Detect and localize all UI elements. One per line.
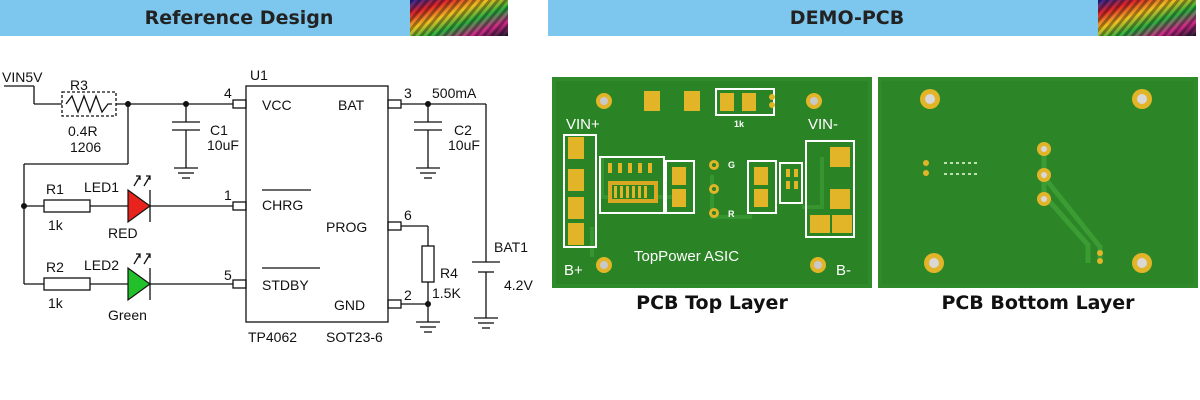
led1-ref: LED1: [84, 179, 119, 195]
r3-ref: R3: [70, 77, 88, 93]
led1-symbol: [128, 190, 150, 222]
silk-brand: TopPower ASIC: [634, 248, 739, 265]
led2-color: Green: [108, 307, 147, 323]
pin2-num: 2: [404, 287, 412, 303]
led1-color: RED: [108, 225, 138, 241]
silk-g-mark: G: [728, 160, 735, 170]
pin6-name: PROG: [326, 219, 367, 235]
pin1-num: 1: [224, 187, 232, 203]
u1-part: TP4062: [248, 329, 297, 345]
pcb-bottom-caption: PCB Bottom Layer: [878, 292, 1198, 314]
r3-value: 0.4R: [68, 123, 98, 139]
pin3-name: BAT: [338, 97, 365, 113]
r2-value: 1k: [48, 295, 64, 311]
rainbow-logo-right: [1098, 0, 1196, 36]
r2-ref: R2: [46, 259, 64, 275]
r4-value: 1.5K: [432, 285, 461, 301]
demo-pcb-title: DEMO-PCB: [790, 7, 904, 29]
schematic-diagram: VIN5V R3 0.4R 1206 C1 10uF U1 4 VCC 3 BA…: [0, 40, 548, 360]
pin5-name: STDBY: [262, 277, 309, 293]
pin3-num: 3: [404, 85, 412, 101]
silk-r-label: 1k: [734, 119, 745, 129]
pcb-bottom-layer-image: [878, 77, 1198, 288]
led2-symbol: [128, 268, 150, 300]
pin4-num: 4: [224, 85, 232, 101]
silk-b-plus: B+: [564, 262, 583, 279]
led2-ref: LED2: [84, 257, 119, 273]
pin6-num: 6: [404, 207, 412, 223]
c1-ref: C1: [210, 122, 228, 138]
r1-ref: R1: [46, 181, 64, 197]
u1-package: SOT23-6: [326, 329, 383, 345]
r1-value: 1k: [48, 217, 64, 233]
c2-value: 10uF: [448, 137, 480, 153]
pin5-num: 5: [224, 267, 232, 283]
pin2-name: GND: [334, 297, 365, 313]
bat1-value: 4.2V: [504, 277, 533, 293]
u1-ref: U1: [250, 67, 268, 83]
bat-current: 500mA: [432, 85, 477, 101]
pcb-top-caption: PCB Top Layer: [552, 292, 872, 314]
vin-label: VIN5V: [2, 69, 43, 85]
r3-package: 1206: [70, 139, 101, 155]
c1-value: 10uF: [207, 137, 239, 153]
pin1-name: CHRG: [262, 197, 303, 213]
bat1-ref: BAT1: [494, 239, 528, 255]
pin4-name: VCC: [262, 97, 292, 113]
c2-ref: C2: [454, 122, 472, 138]
r4-ref: R4: [440, 265, 458, 281]
silk-vin-plus: VIN+: [566, 116, 600, 133]
silk-b-minus: B-: [836, 262, 851, 279]
silk-r-mark: R: [728, 209, 735, 219]
pcb-top-layer-image: VIN+ VIN- B+ B- TopPower ASIC 1k G R: [552, 77, 872, 288]
silk-vin-minus: VIN-: [808, 116, 838, 133]
rainbow-logo-left: [410, 0, 508, 36]
reference-design-title: Reference Design: [145, 7, 334, 29]
